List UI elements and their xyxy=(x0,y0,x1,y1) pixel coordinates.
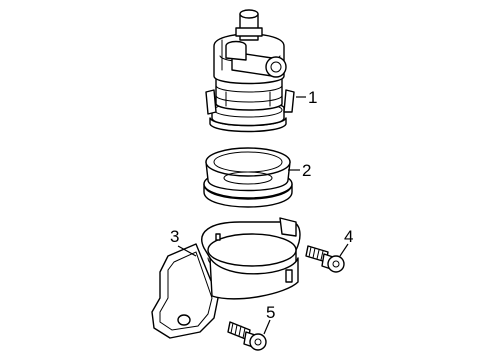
insulator-ring[interactable] xyxy=(203,147,293,208)
bolt-5[interactable] xyxy=(227,321,267,351)
mounting-bracket[interactable] xyxy=(151,217,301,339)
leader-5 xyxy=(263,319,271,335)
leader-3 xyxy=(177,245,197,257)
callout-2: 2 xyxy=(302,161,311,180)
callout-labels: 1 2 3 4 5 xyxy=(170,88,353,322)
bolt-4[interactable] xyxy=(305,245,345,273)
callout-1: 1 xyxy=(308,88,317,107)
water-pump[interactable] xyxy=(205,9,295,133)
callout-3: 3 xyxy=(170,227,179,246)
callout-4: 4 xyxy=(344,227,353,246)
leader-lines xyxy=(177,96,349,335)
callout-5: 5 xyxy=(266,303,275,322)
leader-4 xyxy=(339,243,349,257)
